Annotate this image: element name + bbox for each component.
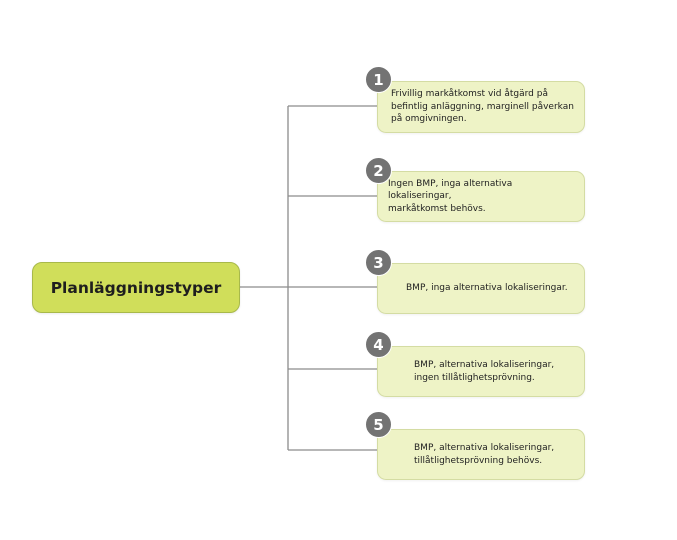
item-box-2: Ingen BMP, inga alternativa lokalisering…: [377, 171, 585, 222]
item-5-line-2: tillåtlighetsprövning behövs.: [414, 455, 543, 466]
item-text-3: BMP, inga alternativa lokaliseringar.: [406, 282, 568, 295]
number-badge-1: 1: [365, 66, 392, 93]
number-badge-5: 5: [365, 411, 392, 438]
item-4-line-1: BMP, alternativa lokaliseringar,: [414, 360, 555, 370]
item-text-4: BMP, alternativa lokaliseringar, ingen t…: [414, 359, 554, 384]
item-3-line-1: BMP, inga alternativa lokaliseringar.: [406, 283, 568, 294]
root-label: Planläggningstyper: [50, 278, 222, 297]
item-1-line-1: Frivillig markåtkomst vid åtgärd på: [391, 89, 548, 100]
item-box-5: BMP, alternativa lokaliseringar, tillåtl…: [377, 429, 585, 480]
item-box-3: BMP, inga alternativa lokaliseringar.: [377, 263, 585, 314]
item-1-line-2: befintlig anläggning, marginell påverkan: [391, 101, 574, 112]
number-badge-3: 3: [365, 249, 392, 276]
item-5-line-1: BMP, alternativa lokaliseringar,: [414, 443, 555, 453]
item-4-line-2: ingen tillåtlighetsprövning.: [414, 372, 535, 383]
number-badge-2: 2: [365, 157, 392, 184]
item-text-5: BMP, alternativa lokaliseringar, tillåtl…: [414, 442, 554, 467]
item-text-2: Ingen BMP, inga alternativa lokalisering…: [388, 178, 578, 216]
item-2-line-2: markåtkomst behövs.: [388, 203, 486, 214]
root-node: Planläggningstyper: [32, 262, 240, 313]
item-2-line-1: Ingen BMP, inga alternativa lokalisering…: [388, 178, 513, 202]
number-badge-4: 4: [365, 331, 392, 358]
item-box-1: Frivillig markåtkomst vid åtgärd på befi…: [377, 81, 585, 133]
item-text-1: Frivillig markåtkomst vid åtgärd på befi…: [391, 88, 574, 126]
item-box-4: BMP, alternativa lokaliseringar, ingen t…: [377, 346, 585, 397]
item-1-line-3: på omgivningen.: [391, 114, 467, 125]
